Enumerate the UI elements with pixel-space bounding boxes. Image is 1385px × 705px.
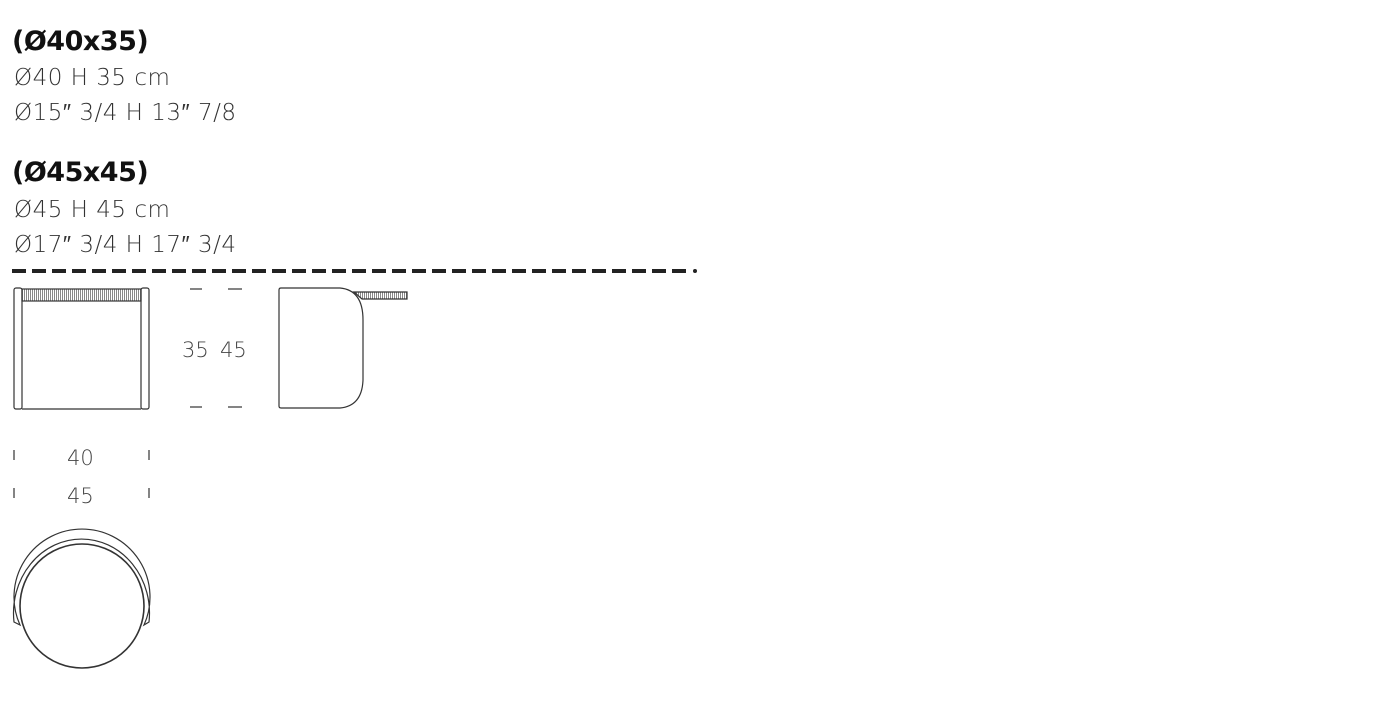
height-35: 35 (182, 338, 209, 362)
variant-2-title: (Ø45x45) (12, 157, 149, 188)
top-view (12, 528, 151, 669)
height-marks (190, 288, 242, 408)
variant-2-metric: Ø45 H 45 cm (14, 197, 171, 223)
variant-1-title: (Ø40x35) (12, 26, 149, 57)
height-45: 45 (220, 338, 247, 362)
width-40: 40 (67, 446, 94, 470)
width-45: 45 (67, 484, 94, 508)
width-marks (13, 450, 150, 498)
front-view (13, 287, 150, 410)
variant-1-metric: Ø40 H 35 cm (14, 65, 171, 91)
variant-2-imperial: Ø17″ 3/4 H 17″ 3/4 (14, 232, 237, 258)
variant-1-imperial: Ø15″ 3/4 H 13″ 7/8 (14, 100, 237, 126)
side-view (278, 287, 408, 409)
